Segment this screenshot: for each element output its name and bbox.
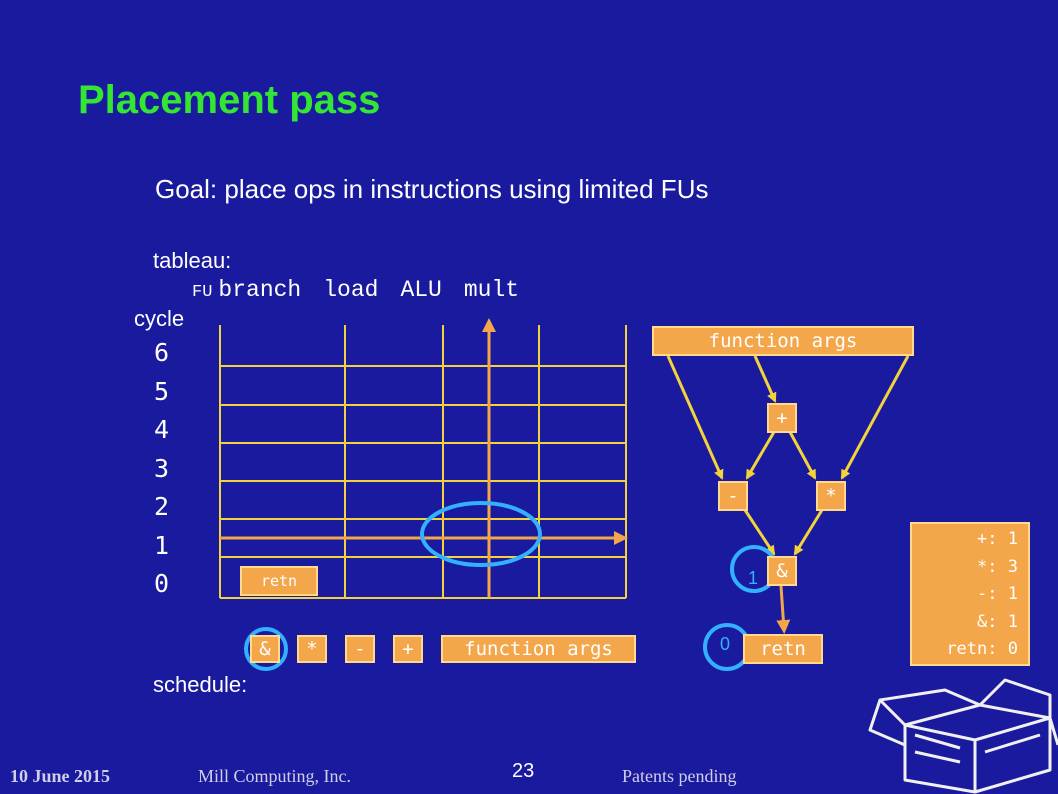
open-box-icon [868, 678, 1058, 794]
count-row: +: 1 [912, 526, 1018, 554]
fu-column-branch: branch [218, 277, 302, 303]
schedule-op-function-args: function args [441, 635, 636, 663]
highlight-circle [420, 501, 542, 567]
graph-node-function-args: function args [652, 326, 914, 356]
placed-op-retn: retn [240, 566, 318, 596]
fu-column-mult: mult [463, 277, 520, 303]
fu-header: FU branch load ALU mult [192, 277, 519, 303]
count-row: retn: 0 [912, 636, 1018, 664]
cycle-numbers: 6 5 4 3 2 1 0 [154, 338, 169, 608]
tableau-label: tableau: [153, 248, 232, 273]
schedule-op-add: + [393, 635, 423, 663]
page-number: 23 [512, 760, 535, 782]
cycle-number: 3 [154, 453, 170, 483]
cycle-number: 4 [154, 415, 170, 444]
count-row: -: 1 [912, 581, 1018, 609]
schedule-op-multiply: * [297, 635, 327, 663]
op-counts-panel: +: 1 *: 3 -: 1 &: 1 retn: 0 [910, 522, 1030, 666]
schedule-label: schedule: [153, 672, 248, 697]
amp-to-retn-arrow [776, 585, 791, 634]
amp-latency-label: 1 [748, 568, 759, 588]
fu-column-alu: ALU [400, 277, 442, 303]
count-value: 1 [1007, 584, 1018, 604]
schedule-amp-circle [244, 627, 288, 671]
cycle-number: 6 [154, 338, 170, 367]
schedule-op-subtract: - [345, 635, 375, 663]
graph-node-subtract: - [718, 481, 748, 511]
count-row: &: 1 [912, 609, 1018, 637]
graph-edges [666, 355, 910, 556]
fu-label: FU [192, 283, 213, 302]
footer-date: 10 June 2015 [10, 766, 111, 786]
footer-patent: Patents pending [622, 766, 737, 786]
cycle-number: 2 [154, 492, 170, 521]
graph-node-multiply: * [816, 481, 846, 511]
count-row: *: 3 [912, 554, 1018, 582]
count-op: +: [977, 529, 998, 549]
schedule-op-amp: & [250, 635, 280, 663]
retn-latency-label: 0 [720, 634, 731, 654]
count-op: -: [977, 584, 998, 604]
count-op: retn: [946, 639, 998, 659]
tableau-grid [219, 325, 627, 599]
cycle-number: 5 [154, 376, 170, 406]
graph-node-retn: retn [743, 634, 823, 664]
cycle-number: 1 [154, 530, 170, 560]
count-op: &: [977, 611, 998, 632]
count-op: *: [977, 556, 998, 577]
fu-column-load: load [323, 277, 379, 303]
slide-title: Placement pass [78, 78, 381, 122]
count-value: 1 [1007, 611, 1018, 632]
graph-node-amp: & [767, 556, 797, 586]
count-value: 1 [1007, 529, 1018, 549]
graph-node-add: + [767, 403, 797, 433]
goal-text: Goal: place ops in instructions using li… [155, 174, 709, 204]
footer-company: Mill Computing, Inc. [198, 766, 351, 786]
count-value: 3 [1007, 556, 1018, 577]
cycle-number: 0 [154, 569, 170, 598]
count-value: 0 [1007, 639, 1018, 659]
cycle-label: cycle [134, 306, 185, 331]
